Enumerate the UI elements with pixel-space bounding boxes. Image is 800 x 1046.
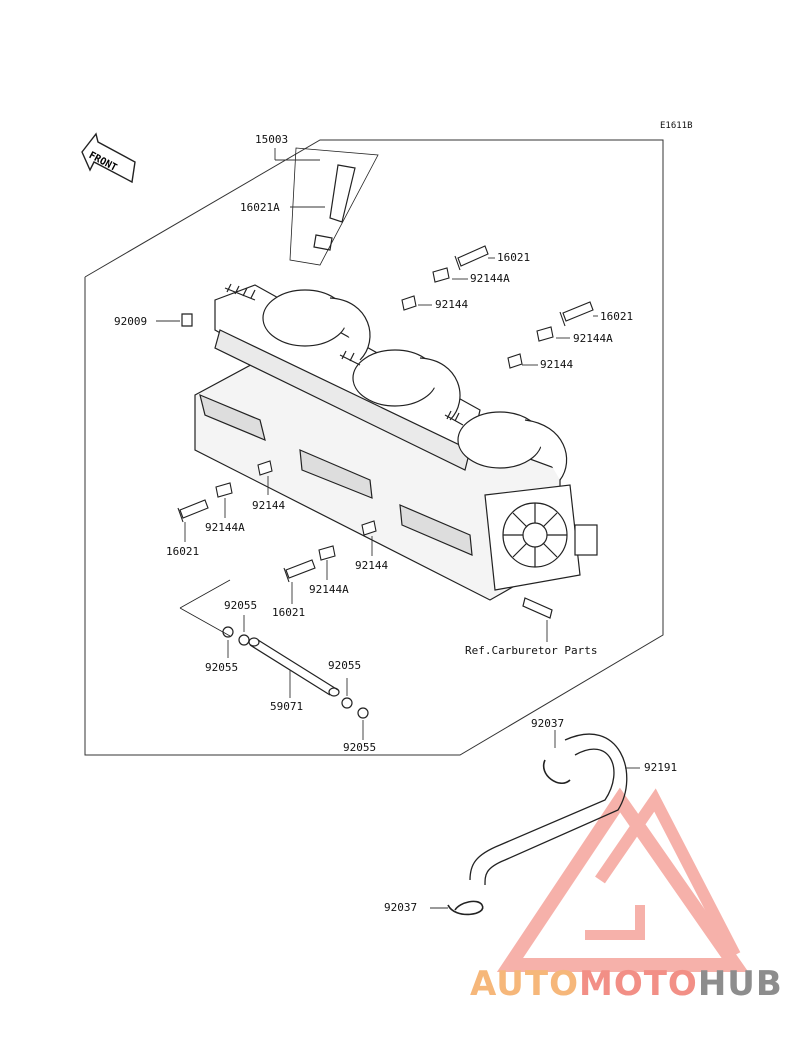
label-92144A-top1: 92144A xyxy=(470,272,510,285)
label-16021A: 16021A xyxy=(240,201,280,214)
tube-and-orings xyxy=(179,579,369,719)
label-92037-bottom: 92037 xyxy=(384,901,418,914)
label-92055-b: 92055 xyxy=(205,661,239,674)
label-92144-top1: 92144 xyxy=(435,298,469,311)
label-16021-top2: 16021 xyxy=(600,310,634,323)
leader-lines xyxy=(156,148,640,909)
label-16021-left: 16021 xyxy=(166,545,200,558)
label-92144A-mid: 92144A xyxy=(309,583,349,596)
label-92144-top2: 92144 xyxy=(540,358,574,371)
label-92037-top: 92037 xyxy=(531,717,565,730)
label-59071: 59071 xyxy=(270,700,304,713)
label-92144A-top2: 92144A xyxy=(573,332,613,345)
watermark-triangle-logo xyxy=(496,787,749,972)
label-92055-a: 92055 xyxy=(224,599,258,612)
assembly-boundary xyxy=(84,139,664,756)
watermark-auto: AUTO xyxy=(470,964,579,1004)
diagram-code: E1611B xyxy=(660,121,693,131)
label-92009: 92009 xyxy=(114,315,148,328)
label-16021-top1: 16021 xyxy=(497,251,531,264)
label-15003: 15003 xyxy=(255,133,289,146)
hose-92191 xyxy=(447,733,628,916)
label-92144-mid2: 92144 xyxy=(355,559,389,572)
label-92144A-left: 92144A xyxy=(205,521,245,534)
watermark-hub: HUB xyxy=(697,964,783,1004)
carburetor-assembly-illustration xyxy=(181,147,598,619)
small-parts xyxy=(177,245,594,583)
label-16021-mid: 16021 xyxy=(272,606,306,619)
reference-carburetor-parts: Ref.Carburetor Parts xyxy=(465,644,598,657)
label-92055-c: 92055 xyxy=(328,659,362,672)
label-92191: 92191 xyxy=(644,761,678,774)
watermark-logo-text: AUTOMOTOHUB xyxy=(470,964,783,1004)
front-arrow-icon xyxy=(81,132,136,184)
watermark-moto: MOTO xyxy=(578,964,698,1004)
label-92055-d: 92055 xyxy=(343,741,377,754)
label-92144-mid1: 92144 xyxy=(252,499,286,512)
